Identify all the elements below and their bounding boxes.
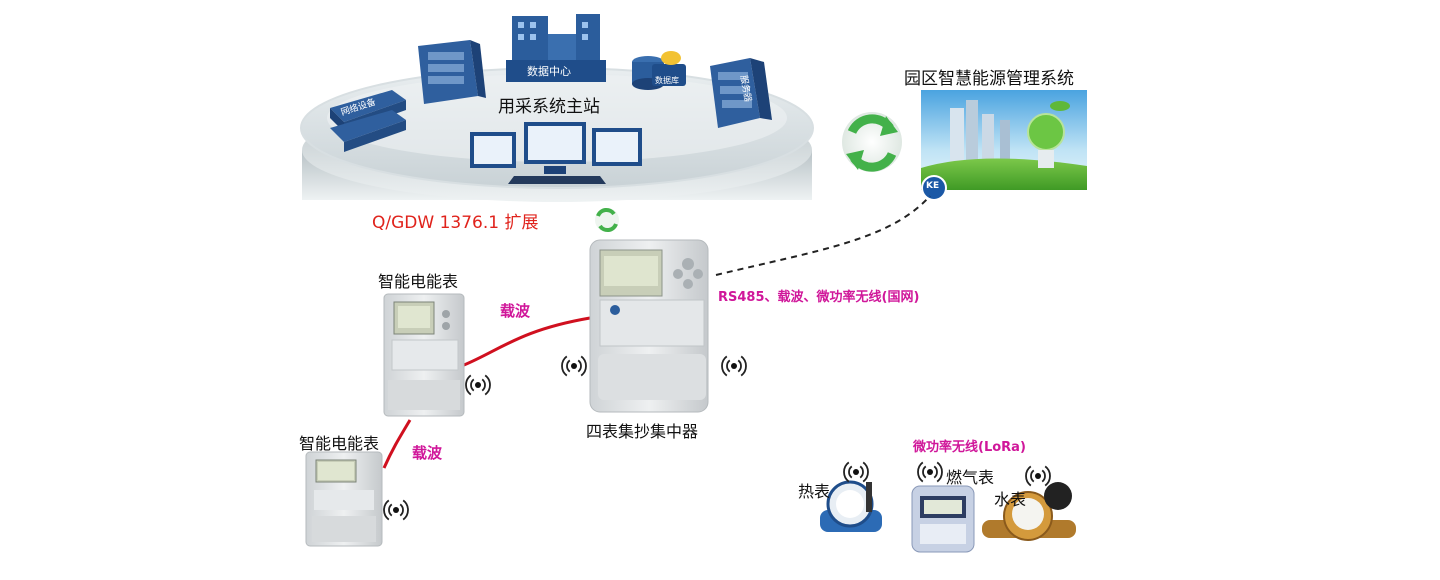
gas-meter-label: 燃气表 (946, 468, 995, 487)
workstation-icons (470, 122, 642, 184)
smart-meter-1-label: 智能电能表 (378, 272, 459, 291)
concentrator-link-text: RS485、载波、微功率无线(国网) (718, 290, 920, 305)
protocol-label: Q/GDW 1376.1 扩展 (372, 213, 539, 233)
ke-logo (921, 175, 947, 201)
wireless-title: 微功率无线(LoRa) (913, 440, 1026, 455)
heat-meter-device (820, 480, 882, 532)
concentrator-device (589, 239, 709, 413)
data-center-label: 数据中心 (527, 65, 571, 78)
water-meter-label: 水表 (994, 490, 1027, 509)
carrier-line-1 (463, 316, 591, 367)
ke-logo-text: KE (926, 181, 940, 191)
carrier-line-2 (382, 419, 412, 469)
smart-meter-2-label: 智能电能表 (299, 434, 380, 453)
network-switch-icon (330, 90, 406, 152)
server-tower-icon (710, 58, 772, 128)
concentrator-label: 四表集抄集中器 (586, 422, 699, 441)
carrier-label-2: 载波 (412, 444, 443, 462)
energy-system-title: 园区智慧能源管理系统 (904, 69, 1074, 89)
gas-meter-device (911, 485, 975, 553)
dashed-link (715, 195, 931, 276)
database-icon (632, 51, 686, 90)
sync-icon-small (595, 208, 619, 232)
smart-meter-2-device (305, 451, 383, 547)
sync-icon-large (842, 112, 902, 172)
energy-system-image (921, 90, 1087, 190)
heat-meter-label: 热表 (798, 482, 831, 501)
water-meter-device (982, 482, 1076, 541)
data-center-building (506, 14, 606, 82)
database-label: 数据库 (655, 76, 679, 85)
main-station-title: 用采系统主站 (498, 97, 600, 117)
smart-meter-1-device (383, 293, 465, 417)
carrier-label-1: 载波 (500, 302, 531, 320)
network-device-icon (418, 40, 486, 104)
